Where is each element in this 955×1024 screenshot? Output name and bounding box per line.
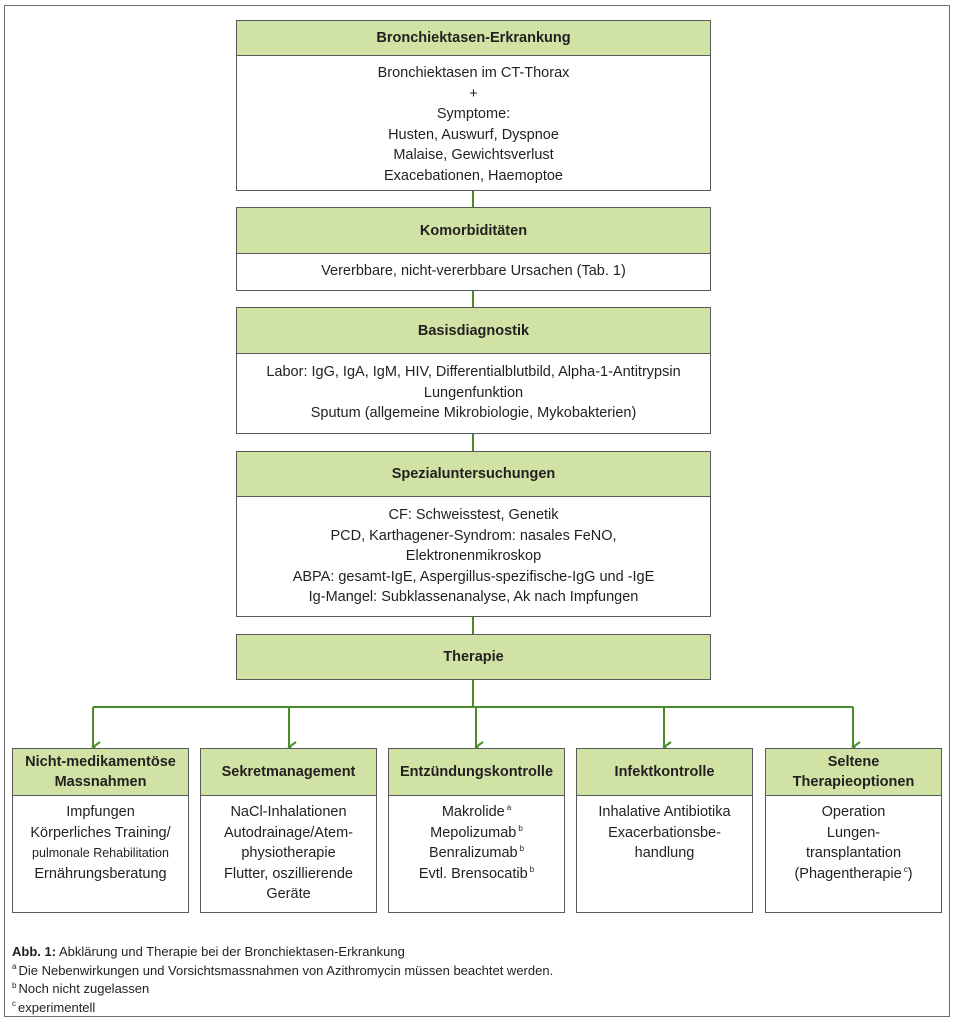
box-body: Inhalative Antibiotika Exacerbationsbe- … [577, 796, 752, 864]
text-line: pulmonale Rehabilitation [32, 846, 169, 860]
box-komorbiditaeten: Komorbiditäten Vererbbare, nicht-vererbb… [236, 207, 711, 291]
box-sekretmanagement: Sekretmanagement NaCl-Inhalationen Autod… [200, 748, 377, 913]
box-basisdiagnostik: Basisdiagnostik Labor: IgG, IgA, IgM, HI… [236, 307, 711, 434]
box-bronchiektasen-erkrankung: Bronchiektasen-Erkrankung Bronchiektasen… [236, 20, 711, 191]
text-line: ABPA: gesamt-IgE, Aspergillus-spezifisch… [292, 568, 655, 585]
text-line: Impfungen [66, 804, 135, 820]
text-line: Körperliches Training/ [30, 824, 171, 841]
text-line: + [469, 85, 478, 102]
text-line: Lungen- [826, 824, 881, 841]
figure-frame [4, 5, 950, 1017]
text-line: Ernährungsberatung [34, 865, 167, 882]
footnote-mark: b [518, 823, 523, 833]
text-line: Symptome: [436, 106, 511, 122]
box-spezialuntersuchungen: Spezialuntersuchungen CF: Schweisstest, … [236, 451, 711, 617]
box-body: Operation Lungen- transplantation (Phage… [766, 796, 941, 884]
box-body: Labor: IgG, IgA, IgM, HIV, Differentialb… [237, 354, 710, 424]
box-body: NaCl-Inhalationen Autodrainage/Atem- phy… [201, 796, 376, 905]
footnote-mark: c [903, 864, 908, 874]
text-line: Bronchiektasen im CT-Thorax [377, 65, 570, 81]
box-body: Impfungen Körperliches Training/ pulmona… [13, 796, 188, 884]
box-body: Bronchiektasen im CT-Thorax + Symptome: … [237, 56, 710, 186]
text-line: Sputum (allgemeine Mikrobiologie, Mykoba… [310, 405, 637, 421]
box-therapie: Therapie [236, 634, 711, 680]
box-title: Nicht-medikamentöse Massnahmen [13, 749, 188, 796]
text-line: physiotherapie [241, 845, 336, 861]
title-line: Nicht-medikamentöse [25, 754, 176, 770]
box-infektkontrolle: Infektkontrolle Inhalative Antibiotika E… [576, 748, 753, 913]
box-title: Entzündungskontrolle [389, 749, 564, 796]
text-line: Labor: IgG, IgA, IgM, HIV, Differentialb… [266, 364, 681, 380]
footnote-mark: b [529, 864, 535, 874]
caption-title: Abb. 1: Abklärung und Therapie bei der B… [12, 944, 405, 959]
box-nicht-medikamentoese-massnahmen: Nicht-medikamentöse Massnahmen Impfungen… [12, 748, 189, 913]
box-title: Bronchiektasen-Erkrankung [237, 21, 710, 56]
box-body: Vererbbare, nicht-vererbbare Ursachen (T… [237, 254, 710, 282]
box-title: Spezialuntersuchungen [237, 452, 710, 497]
box-title: Sekretmanagement [201, 749, 376, 796]
text-line: Inhalative Antibiotika [598, 804, 731, 820]
text-line: Geräte [266, 886, 311, 902]
box-title: Therapie [237, 635, 710, 679]
text-line: Flutter, oszillierende [224, 865, 353, 882]
box-title: Komorbiditäten [237, 208, 710, 254]
title-line: Seltene [827, 754, 880, 770]
footnote-mark: a [506, 803, 512, 813]
text-line: Malaise, Gewichtsverlust [393, 147, 554, 163]
text-line: Vererbbare, nicht-vererbbare Ursachen (T… [321, 263, 626, 279]
text-line: Husten, Auswurf, Dyspnoe [388, 126, 559, 143]
caption-label: Abb. 1: [12, 944, 57, 959]
text-line: Elektronenmikroskop [405, 548, 542, 564]
text-line: Ig-Mangel: Subklassenanalyse, Ak nach Im… [308, 589, 639, 605]
title-line: Massnahmen [54, 774, 147, 790]
box-title: Basisdiagnostik [237, 308, 710, 354]
figure-caption: Abb. 1: Abklärung und Therapie bei der B… [12, 943, 553, 1017]
text-line: Autodrainage/Atem- [224, 824, 353, 841]
text-line: Exacerbationsbe- [608, 824, 721, 841]
text-line: Operation [821, 804, 886, 820]
title-line: Therapieoptionen [792, 774, 915, 790]
footnote-mark: b [519, 844, 525, 854]
box-title: Seltene Therapieoptionen [766, 749, 941, 796]
box-seltene-therapieoptionen: Seltene Therapieoptionen Operation Lunge… [765, 748, 942, 913]
text-line: handlung [634, 845, 695, 861]
text-line: PCD, Karthagener-Syndrom: nasales FeNO, [330, 527, 617, 544]
box-body: CF: Schweisstest, Genetik PCD, Karthagen… [237, 497, 710, 608]
text-line: transplantation [805, 845, 902, 861]
text-line: NaCl-Inhalationen [230, 804, 347, 820]
text-line: CF: Schweisstest, Genetik [388, 507, 559, 523]
text-line: Exacebationen, Haemoptoe [384, 167, 563, 184]
text-line: Lungenfunktion [423, 384, 524, 401]
box-title: Infektkontrolle [577, 749, 752, 796]
